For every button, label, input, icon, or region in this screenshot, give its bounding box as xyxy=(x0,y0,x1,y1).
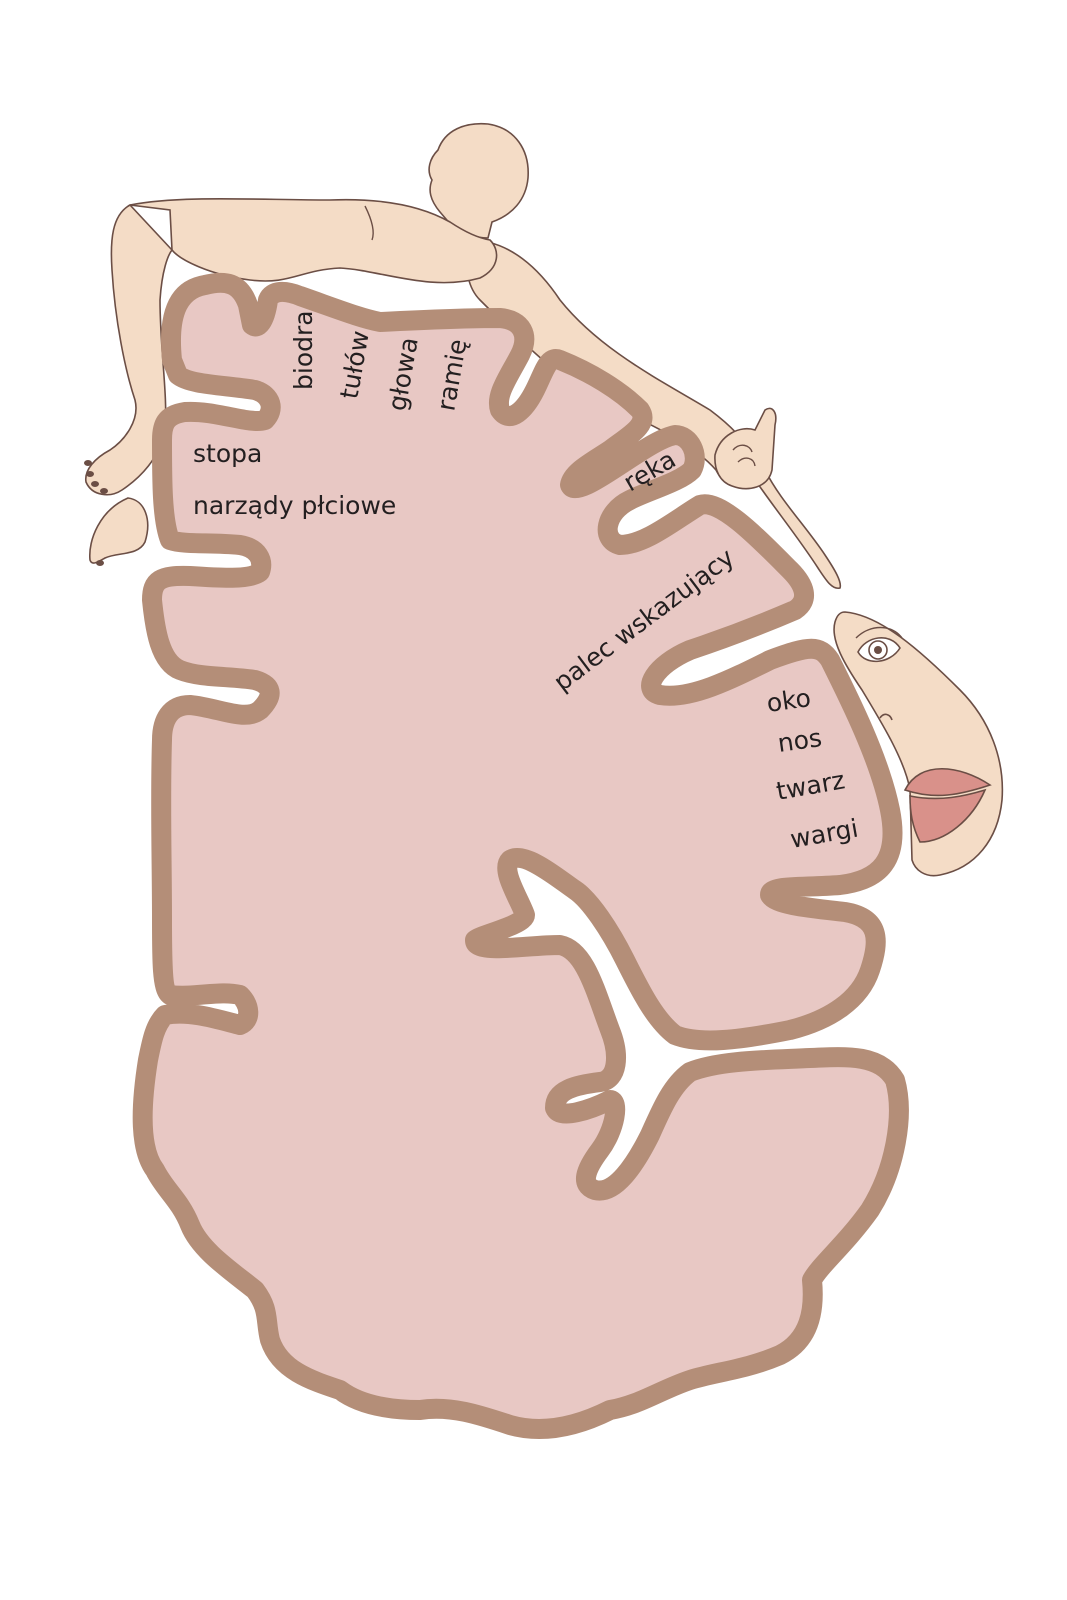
homunculus-torso xyxy=(129,197,498,284)
homunculus-eye xyxy=(855,626,903,663)
homunculus-index-finger xyxy=(757,468,842,590)
label-genitals: narządy płciowe xyxy=(193,491,396,520)
label-eye: oko xyxy=(765,683,813,718)
homunculus-toes xyxy=(84,460,108,494)
homunculus-head xyxy=(428,122,529,239)
homunculus-genitals xyxy=(89,497,149,564)
label-nose: nos xyxy=(776,723,824,758)
label-foot: stopa xyxy=(193,439,262,468)
homunculus-figure xyxy=(84,122,1004,877)
cortex-section xyxy=(132,272,909,1440)
homunculus-lips xyxy=(903,768,992,843)
label-hips: biodra xyxy=(289,310,318,390)
homunculus-hand xyxy=(714,407,777,490)
